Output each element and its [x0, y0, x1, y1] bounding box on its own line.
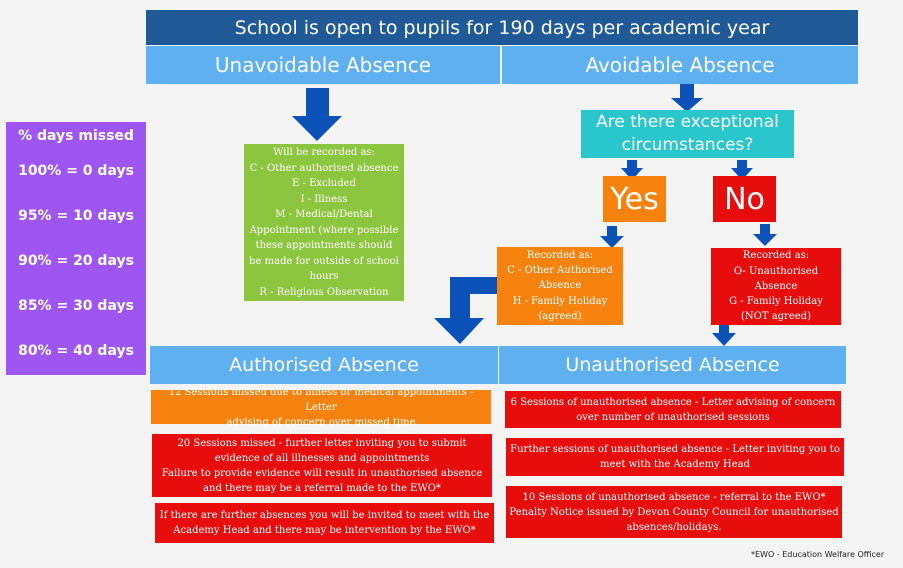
- code-line: G - Family Holiday: [729, 296, 823, 308]
- authorised-note-12-sessions: 12 Sessions missed due to illness or med…: [151, 387, 491, 428]
- days-missed-panel: % days missed 100% = 0 days 95% = 10 day…: [6, 122, 146, 375]
- unauthorised-note-6-sessions: 6 Sessions of unauthorised absence - Let…: [505, 391, 841, 428]
- code-line: (agreed): [538, 310, 582, 322]
- code-line: Recorded as:: [742, 250, 810, 262]
- code-line: Will be recorded as:: [273, 147, 375, 158]
- arrow-to-unavoidable-codes: [292, 88, 342, 141]
- unavoidable-codes-box: Will be recorded as: C - Other authorise…: [244, 144, 404, 301]
- authorised-codes-box: Recorded as: C - Other Authorised Absenc…: [497, 247, 623, 325]
- note-line: 6 Sessions of unauthorised absence - Let…: [510, 396, 836, 408]
- avoidable-absence-header: Avoidable Absence: [502, 46, 858, 84]
- code-line: O- Unauthorised: [733, 265, 819, 277]
- note-line: Penalty Notice issued by Devon County Co…: [509, 506, 839, 518]
- unauthorised-note-10-sessions: 10 Sessions of unauthorised absence - re…: [506, 486, 842, 538]
- code-line: Recorded as:: [526, 249, 594, 261]
- note-line: Failure to provide evidence will result …: [161, 467, 483, 479]
- note-line: Further sessions of unauthorised absence…: [510, 444, 840, 455]
- days-missed-title: % days missed: [18, 128, 134, 144]
- code-line: M - Medical/Dental: [275, 209, 373, 220]
- note-line: meet with the Academy Head: [600, 459, 750, 470]
- code-line: hours: [309, 271, 339, 282]
- unauthorised-absence-label: Unauthorised Absence: [565, 354, 780, 376]
- unauthorised-absence-bar: Unauthorised Absence: [499, 346, 846, 384]
- note-line: and there may be a referral made to the …: [203, 482, 441, 494]
- code-line: E - Excluded: [292, 178, 356, 189]
- ewo-footnote: *EWO - Education Welfare Officer: [751, 550, 885, 559]
- top-banner-text: School is open to pupils for 190 days pe…: [234, 16, 770, 39]
- code-line: C - Other authorised absence: [249, 162, 399, 174]
- note-line: If there are further absences you will b…: [159, 510, 490, 521]
- authorised-note-20-sessions: 20 Sessions missed - further letter invi…: [152, 434, 492, 497]
- note-line: absences/holidays.: [626, 521, 722, 533]
- arrow-to-yes: [621, 160, 643, 180]
- days-missed-row: 95% = 10 days: [18, 207, 134, 224]
- arrow-yes-to-authorised-codes: [600, 226, 624, 248]
- note-line: 20 Sessions missed - further letter invi…: [177, 437, 467, 449]
- days-missed-row: 80% = 40 days: [18, 342, 134, 359]
- top-banner: School is open to pupils for 190 days pe…: [146, 10, 858, 45]
- days-missed-row: 90% = 20 days: [18, 252, 134, 269]
- authorised-absence-label: Authorised Absence: [229, 354, 419, 376]
- question-line: circumstances?: [621, 135, 754, 155]
- code-line: Absence: [754, 280, 798, 292]
- code-line: Appointment (where possible: [249, 224, 399, 236]
- exceptional-circumstances-question: Are there exceptional circumstances?: [581, 110, 794, 158]
- note-line: evidence of all illnesses and appointmen…: [214, 452, 430, 464]
- arrow-to-unauthorised-absence: [712, 325, 736, 346]
- unauthorised-codes-box: Recorded as: O- Unauthorised Absence G -…: [711, 248, 841, 325]
- code-line: I - Illness: [300, 193, 348, 205]
- code-line: (NOT agreed): [741, 311, 811, 323]
- code-line: H - Family Holiday: [512, 295, 608, 307]
- no-box: No: [713, 176, 776, 222]
- yes-label: Yes: [610, 181, 659, 217]
- authorised-note-further-absences: If there are further absences you will b…: [155, 503, 494, 543]
- arrow-to-authorised-absence: [434, 277, 497, 344]
- code-line: Absence: [538, 280, 582, 292]
- code-line: C - Other Authorised: [507, 265, 613, 277]
- arrow-to-question: [671, 84, 703, 112]
- code-line: R - Religious Observation: [259, 286, 389, 298]
- note-line: over number of unauthorised sessions: [576, 411, 770, 423]
- code-line: these appointments should: [255, 240, 393, 251]
- avoidable-absence-label: Avoidable Absence: [585, 53, 775, 77]
- arrow-to-no: [731, 160, 753, 180]
- no-label: No: [724, 181, 765, 217]
- days-missed-row: 100% = 0 days: [18, 162, 134, 179]
- arrow-no-to-unauthorised-codes: [753, 224, 777, 246]
- note-line: advising of concern over missed time: [226, 416, 416, 428]
- unavoidable-absence-label: Unavoidable Absence: [214, 53, 432, 77]
- code-line: be made for outside of school: [249, 255, 399, 267]
- note-line: Academy Head and there may be interventi…: [173, 525, 476, 536]
- days-missed-row: 85% = 30 days: [18, 297, 134, 314]
- yes-box: Yes: [603, 176, 666, 222]
- note-line: 10 Sessions of unauthorised absence - re…: [522, 491, 826, 503]
- note-line: 12 Sessions missed due to illness or med…: [168, 386, 474, 413]
- authorised-absence-bar: Authorised Absence: [150, 346, 498, 384]
- question-line: Are there exceptional: [596, 112, 779, 132]
- unavoidable-absence-header: Unavoidable Absence: [146, 46, 500, 84]
- unauthorised-note-further-sessions: Further sessions of unauthorised absence…: [506, 438, 844, 476]
